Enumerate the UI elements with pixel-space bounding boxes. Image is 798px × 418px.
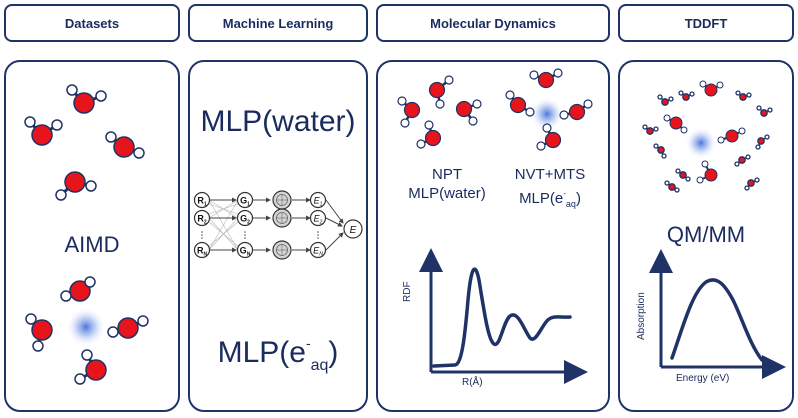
network-descriptor-node: G2 — [236, 209, 254, 227]
mlp-water-label: MLP(water) — [200, 105, 356, 138]
solvated-electron — [530, 97, 564, 131]
absorption-plot — [649, 249, 786, 379]
water-molecule — [60, 276, 96, 302]
rdf-plot — [419, 248, 588, 384]
water-molecule — [717, 127, 746, 144]
qmmm-label: QM/MM — [666, 222, 746, 247]
solvated-electron — [685, 127, 717, 159]
header-molecular-dynamics: Molecular Dynamics — [376, 4, 610, 42]
svg-text:GN: GN — [240, 246, 251, 258]
water-molecule — [416, 120, 442, 149]
network-energy-node: EN — [309, 241, 327, 259]
network-descriptor-node: GN — [236, 241, 254, 259]
network-input-node: RN — [193, 241, 211, 259]
svg-text:R1: R1 — [197, 196, 207, 208]
tddft-water-cluster — [642, 80, 773, 193]
network-energy-node: E1 — [309, 191, 327, 209]
svg-text:E: E — [350, 225, 357, 236]
water-molecule — [397, 96, 421, 128]
water-molecule — [107, 315, 149, 339]
network-output-node: E — [343, 219, 363, 239]
solvated-electron — [66, 307, 106, 347]
absorption-curve — [670, 278, 764, 362]
datasets-water-cluster — [24, 84, 145, 201]
water-molecule — [663, 114, 688, 134]
water-molecule — [455, 99, 482, 126]
header-datasets-label: Datasets — [64, 15, 120, 31]
mlp-eaq-label: MLP(e-aq) — [217, 335, 339, 374]
water-molecule — [536, 123, 562, 151]
svg-text:EN: EN — [313, 246, 323, 258]
svg-text:G2: G2 — [240, 214, 250, 226]
network-energy-node: E2 — [309, 209, 327, 227]
nvt-label: NVT+MTS MLP(e-aq) — [514, 166, 586, 209]
water-molecule — [66, 84, 107, 114]
network-descriptor-node: G1 — [236, 191, 254, 209]
water-molecule — [25, 313, 53, 352]
water-molecule — [696, 160, 718, 184]
header-tddft-label: TDDFT — [684, 15, 728, 31]
svg-text:G1: G1 — [240, 196, 250, 208]
water-molecule — [24, 116, 63, 146]
header-md-label: Molecular Dynamics — [430, 15, 556, 31]
water-molecule — [559, 99, 593, 121]
neural-network-diagram: R1 R2 RN G1 G2 GN — [193, 190, 363, 260]
water-molecule — [529, 68, 563, 89]
water-molecule — [74, 349, 107, 385]
water-molecule — [105, 131, 145, 159]
absorption-ylabel: Absorption — [636, 292, 647, 340]
rdf-xlabel: R(Å) — [462, 377, 483, 388]
small-water-molecules — [642, 90, 773, 193]
rdf-curve — [432, 267, 572, 368]
svg-text:E1: E1 — [314, 196, 323, 208]
datasets-electron-cluster — [25, 276, 149, 385]
panel-tddft — [618, 60, 794, 412]
network-hidden-node — [272, 208, 292, 228]
network-input-node: R2 — [193, 209, 211, 227]
md-npt-water-cluster — [397, 75, 482, 149]
header-machine-learning: Machine Learning — [188, 4, 368, 42]
svg-text:R2: R2 — [197, 214, 207, 226]
network-hidden-node — [272, 190, 292, 210]
npt-label: NPT MLP(water) — [408, 166, 486, 202]
header-datasets: Datasets — [4, 4, 180, 42]
svg-text:E2: E2 — [314, 214, 323, 226]
panel-machine-learning — [188, 60, 368, 412]
water-molecule — [428, 75, 454, 109]
rdf-ylabel: RDF — [402, 281, 413, 302]
md-nvt-electron-cluster — [505, 68, 593, 151]
water-molecule — [505, 90, 535, 117]
water-molecule — [699, 80, 724, 97]
water-molecule — [55, 171, 97, 201]
header-ml-label: Machine Learning — [222, 15, 334, 31]
absorption-xlabel: Energy (eV) — [676, 373, 730, 384]
network-input-node: R1 — [193, 191, 211, 209]
aimd-label: AIMD — [64, 232, 120, 257]
network-hidden-node — [272, 240, 292, 260]
panel-molecular-dynamics — [376, 60, 610, 412]
svg-text:RN: RN — [197, 246, 208, 258]
header-tddft: TDDFT — [618, 4, 794, 42]
